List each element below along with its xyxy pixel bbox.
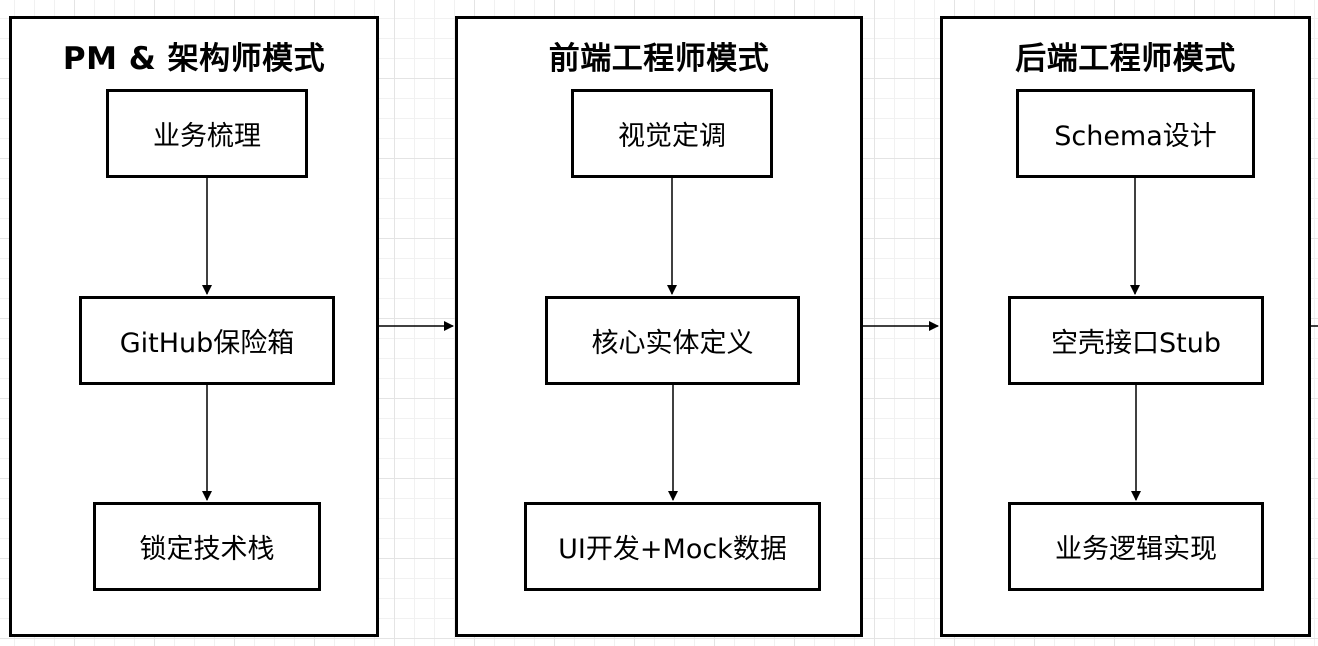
node-lane1-step2[interactable]: GitHub保险箱 <box>79 296 335 385</box>
node-lane2-step2[interactable]: 核心实体定义 <box>545 296 800 385</box>
lane-title: PM & 架构师模式 <box>62 41 326 77</box>
node-lane2-step1[interactable]: 视觉定调 <box>571 89 773 178</box>
lane-title: 前端工程师模式 <box>548 41 770 77</box>
node-lane2-step3[interactable]: UI开发+Mock数据 <box>524 502 821 591</box>
node-lane3-step1[interactable]: Schema设计 <box>1016 89 1255 178</box>
node-lane3-step3[interactable]: 业务逻辑实现 <box>1008 502 1264 591</box>
node-lane1-step1[interactable]: 业务梳理 <box>106 89 308 178</box>
node-lane1-step3[interactable]: 锁定技术栈 <box>93 502 321 591</box>
node-lane3-step2[interactable]: 空壳接口Stub <box>1008 296 1264 385</box>
lane-title: 后端工程师模式 <box>1015 41 1236 77</box>
